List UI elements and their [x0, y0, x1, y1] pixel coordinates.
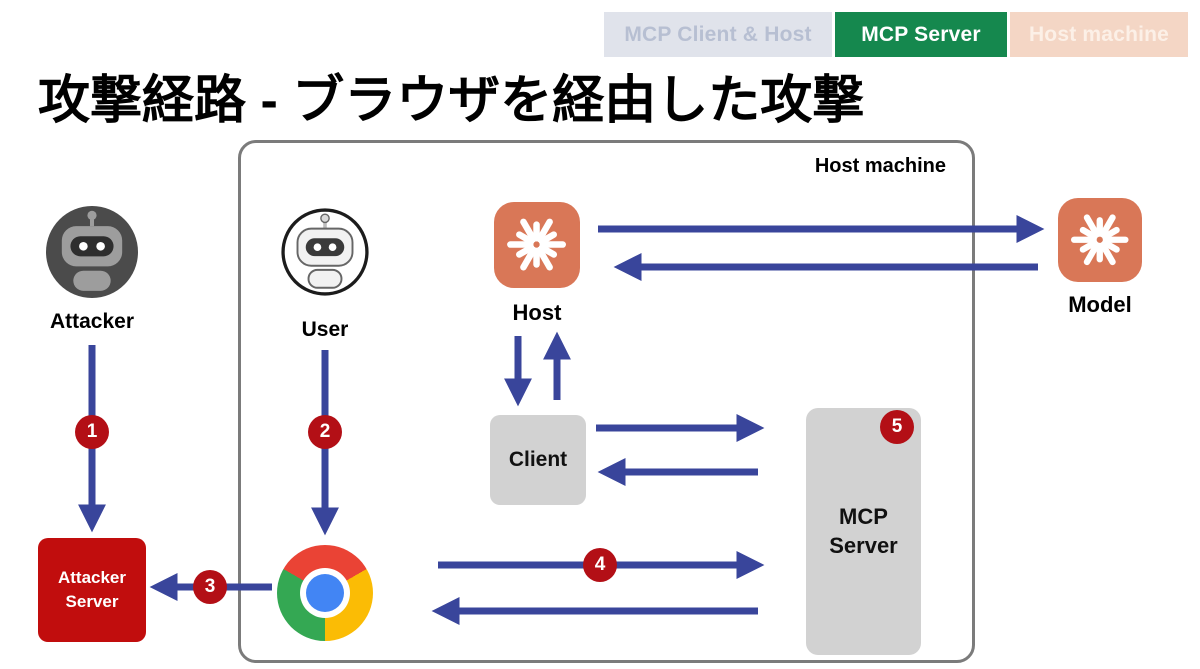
robot-icon [46, 206, 138, 298]
user-label: User [301, 318, 349, 341]
legend-chip-host-machine: Host machine [1010, 12, 1188, 57]
claude-starburst-icon [1071, 214, 1129, 266]
client-node: Client [490, 415, 586, 505]
step-badge-5: 5 [880, 410, 914, 444]
attacker-robot-avatar [46, 206, 138, 298]
legend-chip-mcp-server: MCP Server [835, 12, 1007, 57]
claude-starburst-icon [507, 219, 567, 271]
model-app-icon [1058, 198, 1142, 282]
attacker-server-node: Attacker Server [38, 538, 146, 642]
legend-chip-mcp-client-host: MCP Client & Host [604, 12, 832, 57]
model-label: Model [1068, 292, 1132, 317]
attacker-label: Attacker [49, 310, 135, 333]
user-robot-avatar [281, 208, 369, 296]
chrome-browser-icon [277, 545, 373, 641]
host-machine-label: Host machine [814, 155, 946, 177]
mcp-server-node: MCP Server [806, 408, 921, 655]
step-badge-4: 4 [583, 548, 617, 582]
step-badge-2: 2 [308, 415, 342, 449]
step-badge-3: 3 [193, 570, 227, 604]
host-app-icon [494, 202, 580, 288]
page-title: 攻撃経路 - ブラウザを経由した攻撃 [38, 72, 865, 130]
step-badge-1: 1 [75, 415, 109, 449]
host-machine-container: Host machine [238, 140, 975, 663]
host-label: Host [512, 300, 562, 325]
robot-icon [281, 208, 369, 296]
